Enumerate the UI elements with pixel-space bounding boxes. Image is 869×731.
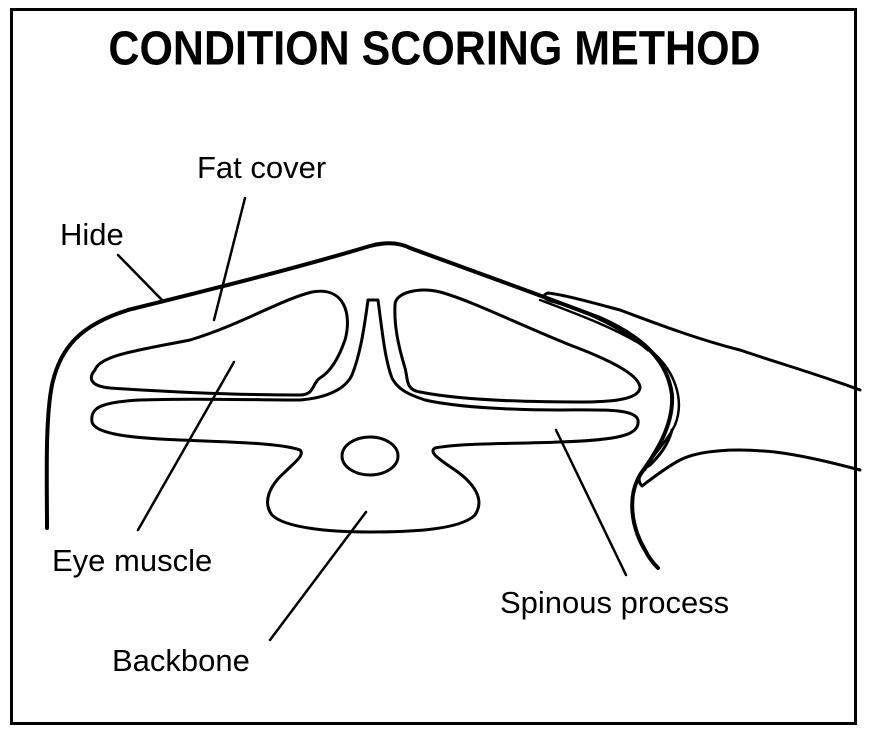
label-fat-cover: Fat cover xyxy=(197,150,326,186)
label-backbone: Backbone xyxy=(112,643,250,679)
spinal-canal xyxy=(342,437,398,475)
backbone-outline xyxy=(92,300,638,532)
leader-line-hide xyxy=(118,255,162,300)
leader-line-eye-muscle xyxy=(138,362,234,530)
label-eye-muscle: Eye muscle xyxy=(52,543,212,579)
label-spinous-process: Spinous process xyxy=(500,585,729,621)
leader-line-backbone xyxy=(270,512,366,640)
hand-lower-outline xyxy=(639,430,860,486)
leader-line-fat-cover xyxy=(214,198,245,320)
left-eye-muscle xyxy=(91,291,347,395)
hand-outline xyxy=(544,293,860,390)
leader-line-spinous-process xyxy=(556,430,626,575)
label-hide: Hide xyxy=(60,217,124,253)
